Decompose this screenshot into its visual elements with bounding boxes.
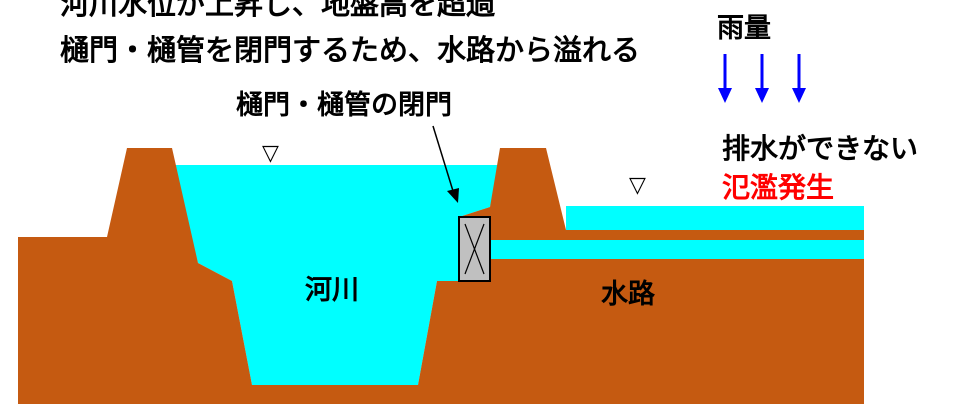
ground xyxy=(18,148,864,404)
drainage-pipe-water xyxy=(490,240,864,259)
channel-label: 水路 xyxy=(601,279,655,310)
sluice-gate xyxy=(458,216,491,282)
rain-arrows xyxy=(718,54,806,103)
title-line-2: 樋門・樋管を閉門するため、水路から溢れる xyxy=(60,33,641,67)
river-label: 河川 xyxy=(305,275,359,306)
gate-pointer-arrow xyxy=(432,125,459,203)
channel-water-level-marker: ▽ xyxy=(629,173,646,198)
channel-overflow-water xyxy=(566,206,864,230)
gate-closure-label: 樋門・樋管の閉門 xyxy=(236,90,452,121)
rain-label: 雨量 xyxy=(717,13,771,44)
no-drainage-label: 排水ができない xyxy=(722,132,919,165)
flooding-label: 氾濫発生 xyxy=(722,171,835,204)
title-line-1: 河川水位が上昇し、地盤高を超過 xyxy=(60,0,496,21)
river-water-level-marker: ▽ xyxy=(262,141,279,166)
river-water xyxy=(172,165,500,385)
